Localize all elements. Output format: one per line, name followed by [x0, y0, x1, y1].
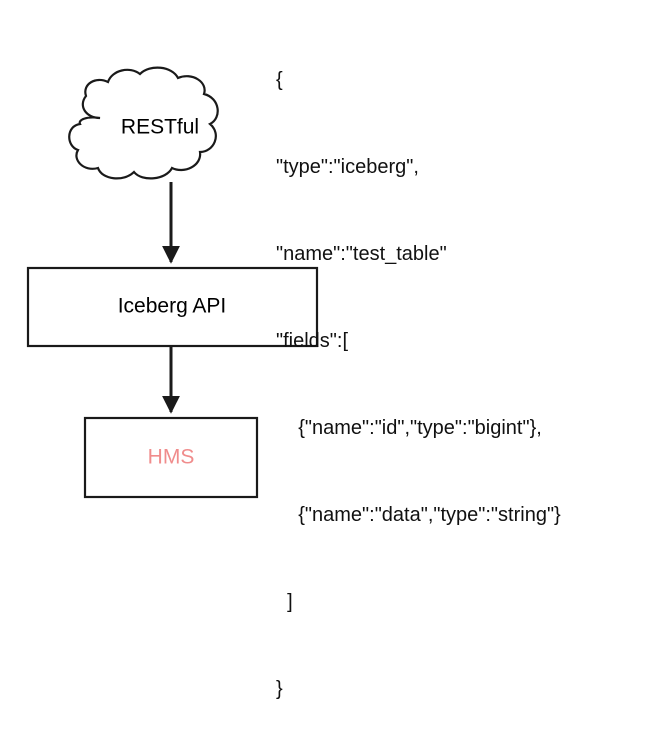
hms-box: [83, 416, 259, 499]
json-line: "type":"iceberg",: [276, 156, 419, 178]
restful-cloud-node: RESTful: [68, 66, 219, 180]
json-line: {: [276, 69, 283, 91]
table-schema-json: { "type":"iceberg", "name":"test_table" …: [276, 8, 561, 733]
flow-diagram: RESTful Iceberg API HMS: [26, 66, 319, 499]
iceberg-api-box: [26, 266, 319, 348]
cloud-shape: [68, 66, 219, 180]
restful-label: RESTful: [121, 116, 199, 139]
hms-label: HMS: [148, 446, 195, 469]
json-line: {"name":"data","type":"string"}: [276, 504, 561, 526]
json-line: {"name":"id","type":"bigint"},: [276, 417, 542, 439]
json-line: }: [276, 678, 283, 700]
json-line: ]: [276, 591, 293, 613]
iceberg-api-label: Iceberg API: [118, 295, 227, 318]
hms-node: HMS: [83, 416, 259, 499]
iceberg-api-node: Iceberg API: [26, 266, 319, 348]
json-line: "name":"test_table": [276, 243, 447, 265]
json-line: "fields":[: [276, 330, 349, 352]
